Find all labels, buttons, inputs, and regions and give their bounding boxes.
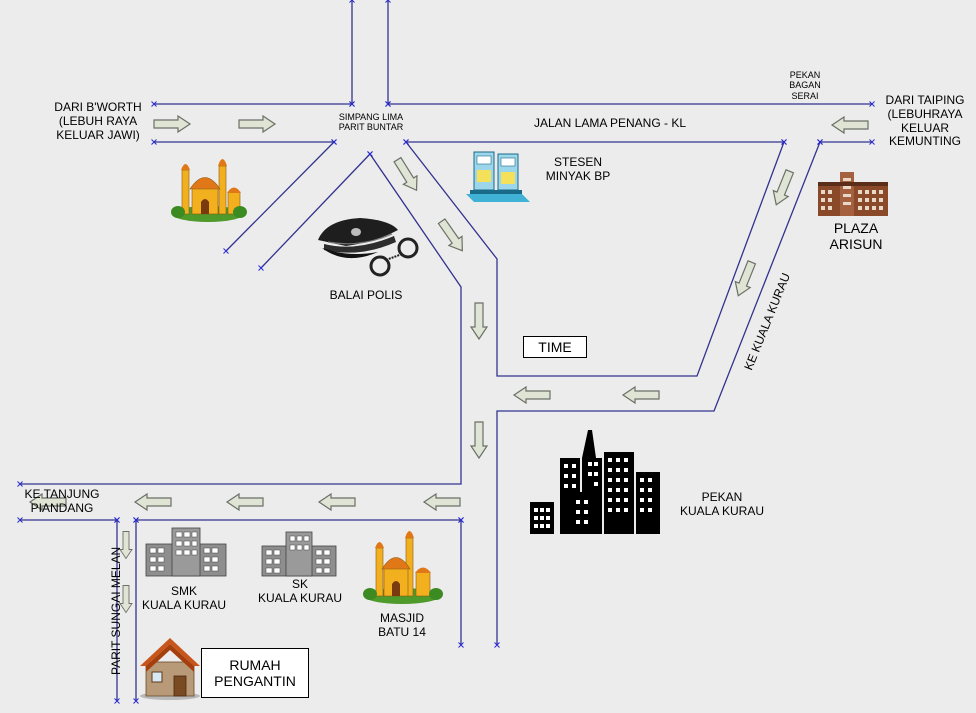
direction-arrow-icon — [238, 115, 276, 133]
direction-arrow-icon — [153, 115, 191, 133]
label-jalan-lama: JALAN LAMA PENANG - KL — [533, 116, 687, 130]
direction-arrow-icon — [423, 493, 461, 511]
road-kuala-kurau — [494, 139, 823, 648]
label-masjid-batu-14: MASJID BATU 14 — [378, 611, 426, 639]
direction-arrow-icon — [434, 216, 470, 256]
direction-arrow-icon — [390, 154, 424, 196]
plaza-building-icon — [818, 172, 888, 216]
handcuffs-icon — [369, 237, 419, 277]
direction-arrow-icon — [831, 116, 869, 134]
label-smk: SMK KUALA KURAU — [141, 584, 227, 612]
direction-arrow-icon — [470, 421, 488, 459]
direction-arrow-icon — [768, 167, 798, 209]
direction-arrow-icon — [730, 258, 760, 300]
direction-arrow-icon — [470, 302, 488, 340]
label-dari-bworth: DARI B'WORTH (LEBUH RAYA KELUAR JAWI) — [54, 100, 142, 142]
direction-arrow-icon — [134, 493, 172, 511]
direction-arrow-icon — [622, 386, 660, 404]
mosque-icon — [363, 531, 443, 604]
label-plaza-arisun: PLAZA ARISUN — [829, 220, 883, 253]
school-building-icon — [145, 527, 227, 577]
label-pekan-bagan-serai: PEKAN BAGAN SERAI — [789, 70, 821, 101]
label-pekan-kuala-kurau: PEKAN KUALA KURAU — [679, 490, 765, 518]
label-rumah-pengantin: RUMAH PENGANTIN — [201, 648, 309, 698]
police-cap-icon — [318, 218, 398, 259]
house-icon — [140, 638, 200, 700]
label-dari-taiping: DARI TAIPING (LEBUHRAYA KELUAR KEMUNTING — [885, 93, 965, 149]
label-balai-polis: BALAI POLIS — [329, 288, 403, 302]
school-building-icon — [261, 531, 337, 577]
label-stesen-minyak: STESEN MINYAK BP — [545, 155, 611, 183]
label-simpang-lima: SIMPANG LIMA PARIT BUNTAR — [338, 112, 404, 133]
label-time: TIME — [523, 336, 587, 358]
label-sk: SK KUALA KURAU — [257, 577, 343, 605]
mosque-icon — [171, 159, 247, 222]
roads — [17, 0, 875, 704]
direction-arrow-icon — [226, 493, 264, 511]
direction-arrow-icon — [513, 386, 551, 404]
label-parit-sungai-melan: PARIT SUNGAI MELAN — [109, 546, 124, 676]
label-ke-tanjung-piandang: KE TANJUNG PIANDANG — [24, 487, 100, 515]
road-diag-sw-1 — [223, 139, 337, 254]
petrol-pump-icon — [466, 151, 530, 202]
road-diag-south — [17, 151, 462, 487]
direction-arrow-icon — [318, 493, 356, 511]
skyscrapers-icon — [530, 430, 660, 534]
